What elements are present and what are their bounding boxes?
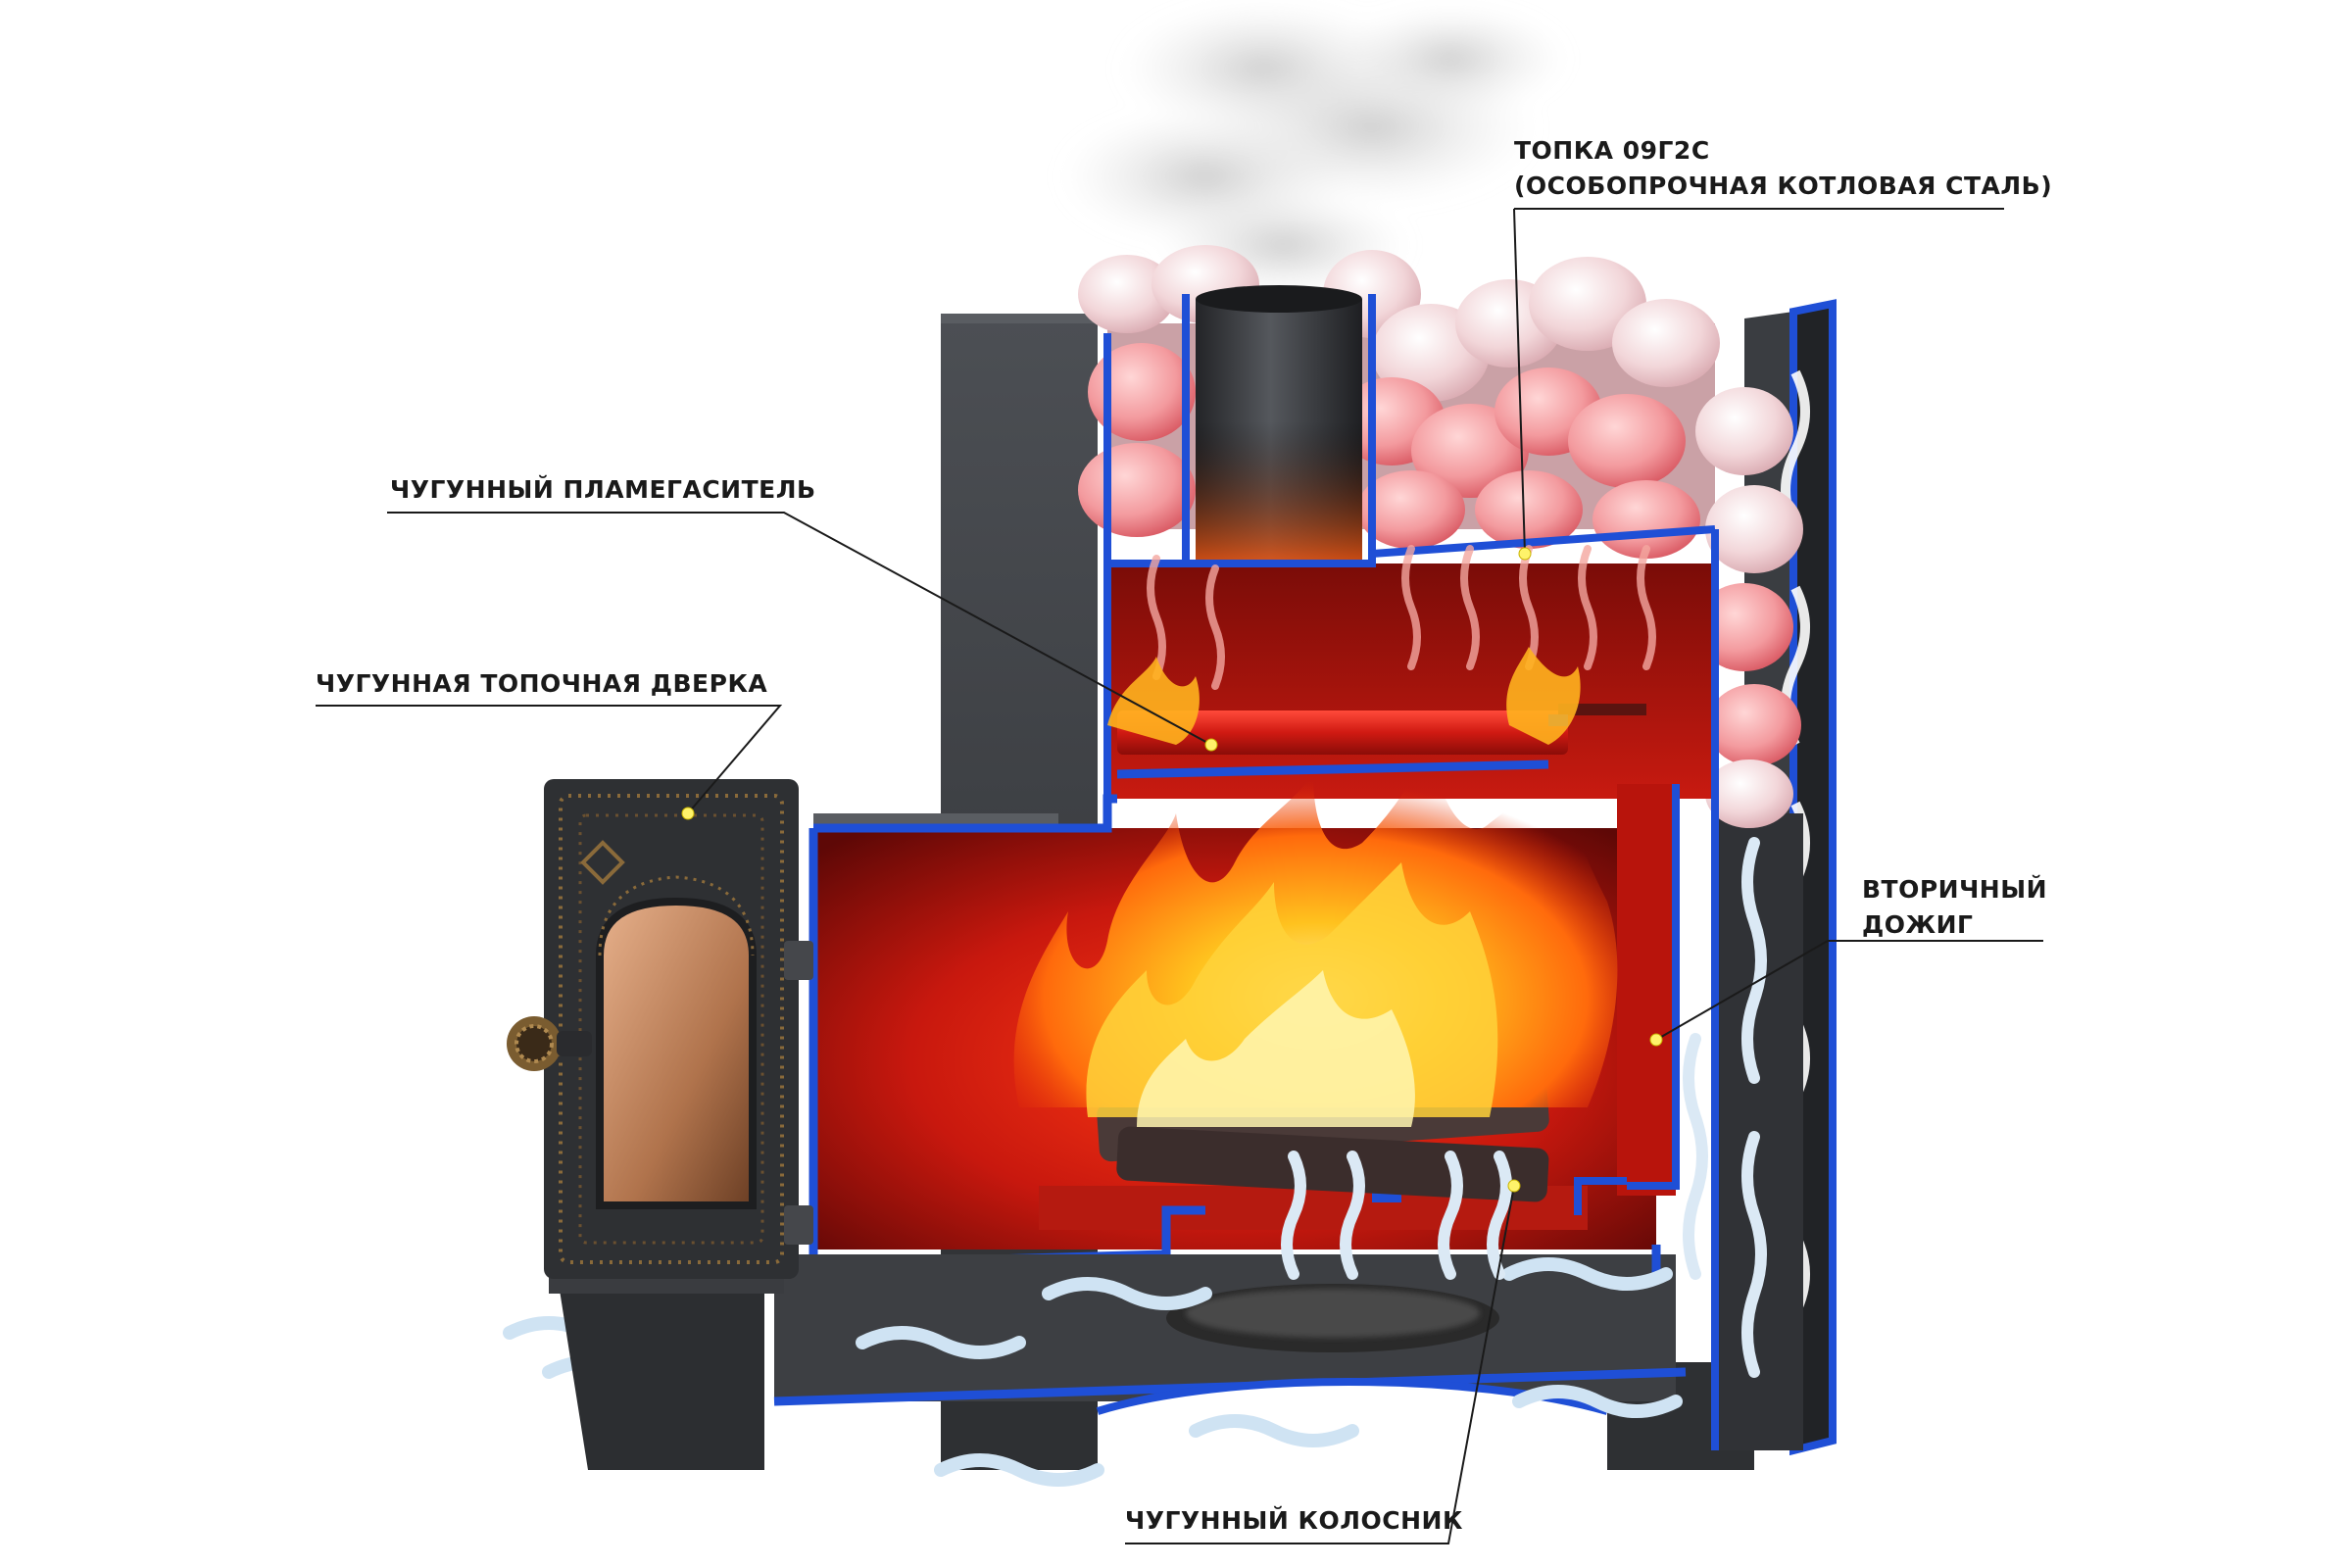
chimney-pipe <box>1182 285 1376 568</box>
door-plinth <box>549 1274 784 1470</box>
callout-grate-text: ЧУГУННЫЙ КОЛОСНИК <box>1125 1506 1463 1535</box>
callout-afterburn: ВТОРИЧНЫЙ ДОЖИГ <box>1862 872 2047 943</box>
flames <box>1013 647 1618 1127</box>
callout-grate: ЧУГУННЫЙ КОЛОСНИК <box>1125 1503 1463 1539</box>
ash-channel <box>773 1245 1687 1470</box>
callout-afterburn-line1: ВТОРИЧНЫЙ <box>1862 875 2048 904</box>
callout-firebox-steel: ТОПКА 09Г2С (ОСОБОПРОЧНАЯ КОТЛОВАЯ СТАЛЬ… <box>1514 133 2052 204</box>
callout-afterburn-line2: ДОЖИГ <box>1862 910 1974 939</box>
callout-flame-damper: ЧУГУННЫЙ ПЛАМЕГАСИТЕЛЬ <box>390 472 816 508</box>
rosette-handle-icon <box>507 1016 592 1071</box>
steam <box>1058 0 1568 299</box>
upper-chamber <box>1103 333 1719 1274</box>
fire-door <box>507 779 813 1279</box>
air-flow <box>503 837 1767 1487</box>
callout-flame-damper-text: ЧУГУННЫЙ ПЛАМЕГАСИТЕЛЬ <box>390 475 816 504</box>
flame-damper <box>1116 704 1646 779</box>
leader-dots <box>681 547 1663 1193</box>
diamond-emblem-icon <box>580 840 625 885</box>
callout-firebox-steel-line1: ТОПКА 09Г2С <box>1514 136 1710 165</box>
callout-firebox-steel-line2: (ОСОБОПРОЧНАЯ КОТЛОВАЯ СТАЛЬ) <box>1514 172 2053 200</box>
callout-fire-door-text: ЧУГУННАЯ ТОПОЧНАЯ ДВЕРКА <box>316 669 768 698</box>
callout-fire-door: ЧУГУННАЯ ТОПОЧНАЯ ДВЕРКА <box>316 666 767 702</box>
leader-lines <box>316 208 2043 1544</box>
